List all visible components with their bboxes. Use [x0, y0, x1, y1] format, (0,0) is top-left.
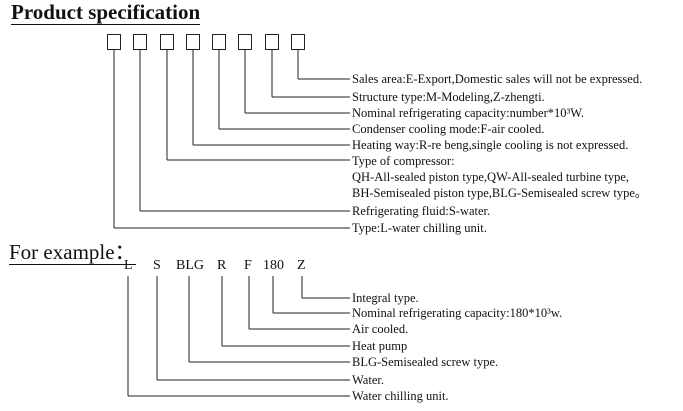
code-box-sales-area [291, 34, 305, 50]
example-code-compressor: BLG [176, 258, 204, 273]
example-label-chilling-unit: Water chilling unit. [352, 389, 449, 403]
label-condenser-cooling: Condenser cooling mode:F-air cooled. [352, 122, 545, 136]
code-box-compressor [160, 34, 174, 50]
example-label-heat-pump: Heat pump [352, 339, 408, 353]
example-label-air-cooled: Air cooled. [352, 322, 409, 336]
example-code-capacity: 180 [263, 258, 284, 273]
label-unit-type: Type:L-water chilling unit. [352, 221, 487, 235]
code-box-structure [265, 34, 279, 50]
example-label-capacity: Nominal refrigerating capacity:180*10³w. [352, 306, 563, 320]
example-title: For example： [9, 240, 136, 265]
example-code-type: L [124, 258, 133, 273]
code-box-fluid [133, 34, 147, 50]
example-code-heating: R [217, 258, 227, 273]
example-code-fluid: S [153, 258, 161, 273]
code-box-capacity [238, 34, 252, 50]
label-compressor-options-2: BH-Semisealed piston type,BLG-Semisealed… [352, 186, 648, 200]
example-label-water: Water. [352, 373, 384, 387]
example-code-condenser: F [244, 258, 252, 273]
label-refrigerating-capacity: Nominal refrigerating capacity:number*10… [352, 106, 585, 120]
label-sales-area: Sales area:E-Export,Domestic sales will … [352, 72, 643, 86]
code-box-type [107, 34, 121, 50]
code-box-condenser [212, 34, 226, 50]
label-refrigerating-fluid: Refrigerating fluid:S-water. [352, 204, 491, 218]
label-compressor-options-1: QH-All-sealed piston type,QW-All-sealed … [352, 170, 630, 184]
example-title-text: For example： [9, 240, 136, 265]
label-structure-type: Structure type:M-Modeling,Z-zhengti. [352, 90, 545, 104]
example-label-compressor: BLG-Semisealed screw type. [352, 355, 499, 369]
spec-title: Product specification [11, 0, 201, 25]
code-box-heating [186, 34, 200, 50]
label-heating-way: Heating way:R-re beng,single cooling is … [352, 138, 629, 152]
label-compressor-type: Type of compressor: [352, 154, 455, 168]
example-code-structure: Z [297, 258, 306, 273]
example-label-integral: Integral type. [352, 291, 419, 305]
